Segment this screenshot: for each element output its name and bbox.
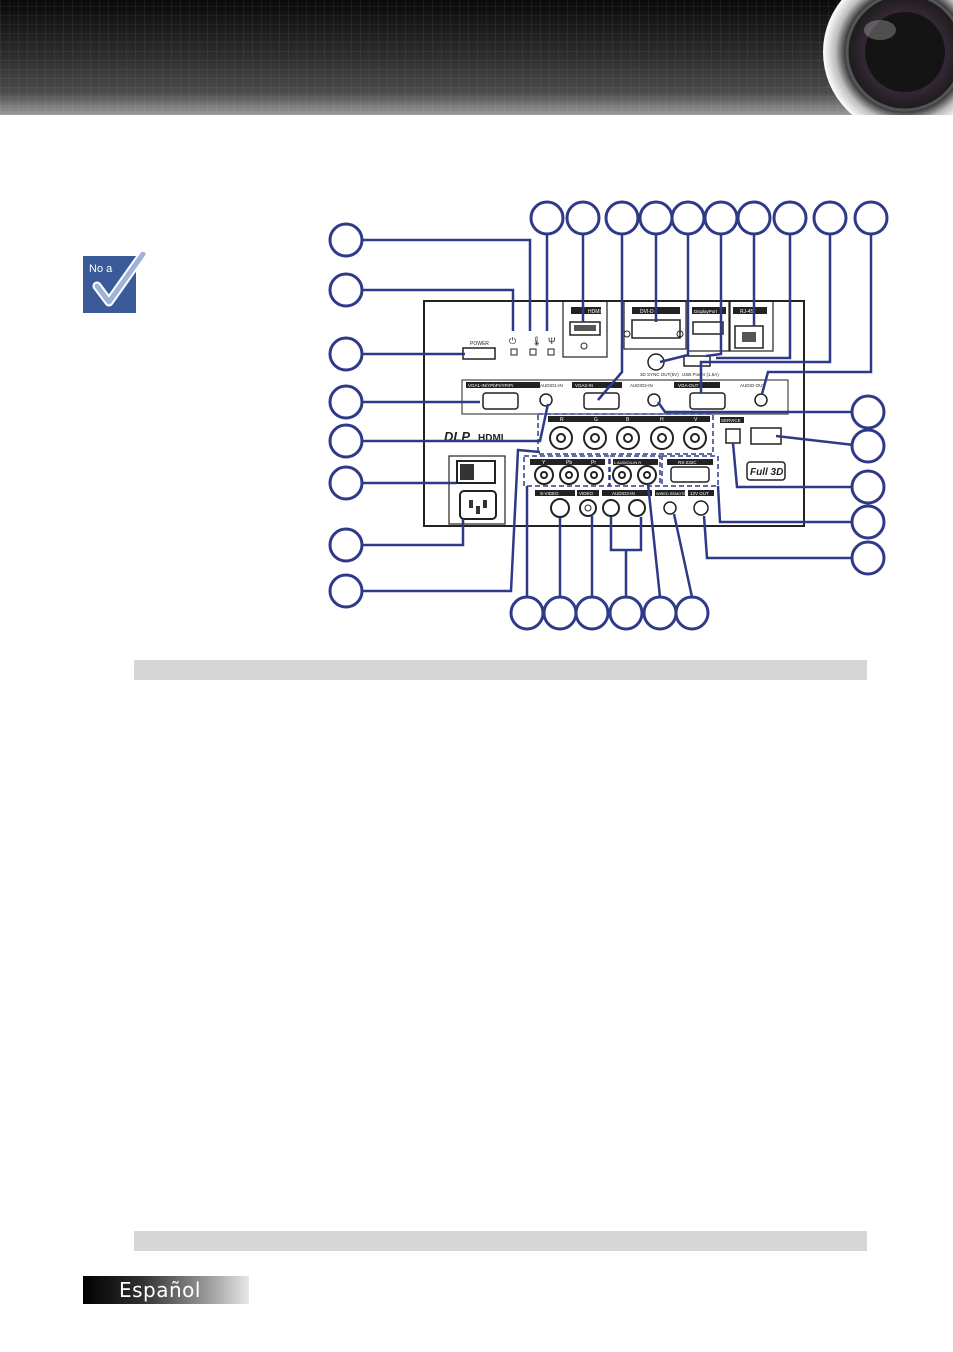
svideo-port[interactable] <box>550 498 570 518</box>
label-video: VIDEO <box>579 491 594 496</box>
footer-language-label: Español <box>119 1278 201 1302</box>
callout-left-3 <box>328 336 364 372</box>
label-pr: Pr <box>591 460 596 466</box>
callout-top-2 <box>565 200 601 236</box>
full3d-logo-box <box>746 461 786 481</box>
label-svideo: S-VIDEO <box>540 491 559 496</box>
callout-left-5 <box>328 423 364 459</box>
audio3-l-port[interactable] <box>602 499 620 517</box>
label-3d-sync: 3D SYNC OUT(5V) <box>640 372 679 377</box>
dvi-port[interactable] <box>631 319 681 339</box>
note-checkmark-icon: No a <box>83 252 148 313</box>
section-divider-top <box>134 660 867 680</box>
footer-language-tab: Español <box>83 1276 249 1304</box>
callout-left-8 <box>328 573 364 609</box>
label-bnc-r: R <box>560 417 564 423</box>
callout-bottom-3 <box>574 595 610 631</box>
callout-left-4 <box>328 384 364 420</box>
label-vga-out: VGA-OUT <box>678 383 699 388</box>
label-bnc-h: H <box>660 417 664 423</box>
label-bnc-g: G <box>594 417 598 423</box>
label-audio3: AUDIO3-IN <box>612 491 635 496</box>
label-vga2: VGA2-IN <box>575 383 593 388</box>
label-service: SERVICE <box>721 418 741 423</box>
callout-right-4 <box>850 504 886 540</box>
callout-right-2 <box>850 428 886 464</box>
label-pb: Pb <box>566 460 572 466</box>
label-dvi: DVI-D <box>640 309 654 315</box>
power-led-icon: ⏻ <box>509 336 516 346</box>
callout-top-6 <box>703 200 739 236</box>
rear-panel-diagram: HDMI DVI-D DisplayPort RJ-45 ⏻ 🌡 Ψ POWER… <box>328 200 889 631</box>
displayport-port[interactable] <box>692 321 724 335</box>
callout-top-7 <box>736 200 772 236</box>
callout-left-7 <box>328 527 364 563</box>
label-bnc-v: V <box>694 417 698 423</box>
label-rj45: RJ-45 <box>740 309 754 315</box>
leader-lines <box>361 234 873 598</box>
callout-bottom-4 <box>608 595 644 631</box>
label-vga1: VGA1-IN/YPbPr/YPrPr <box>468 383 514 388</box>
bnc-connectors <box>549 426 707 450</box>
vga1-port[interactable] <box>482 392 519 410</box>
callout-bottom-1 <box>509 595 545 631</box>
callout-bottom-2 <box>542 595 578 631</box>
callout-right-3 <box>850 469 886 505</box>
audio3-r-port[interactable] <box>628 499 646 517</box>
ac-power-socket[interactable] <box>459 490 497 520</box>
audio1-jack[interactable] <box>539 393 553 407</box>
callout-top-8 <box>772 200 808 236</box>
label-rs232: RS-232C <box>678 460 697 465</box>
vga-out-port[interactable] <box>689 392 726 410</box>
power-button[interactable] <box>462 347 496 360</box>
label-y: Y <box>542 460 546 466</box>
callout-top-10 <box>853 200 889 236</box>
12v-out-jack[interactable] <box>693 500 709 516</box>
callout-circles <box>328 200 889 631</box>
callout-bottom-6 <box>674 595 710 631</box>
label-audio1: AUDIO1-IN <box>540 383 563 388</box>
wired-remote-jack[interactable] <box>663 501 677 515</box>
service-port[interactable] <box>725 428 741 444</box>
temp-led-icon: 🌡 <box>531 336 542 346</box>
lamp-led-icon: Ψ <box>548 336 556 346</box>
callout-top-1 <box>529 200 565 236</box>
label-wired-remote: WIRED REMOTE <box>656 492 686 496</box>
header-banner <box>0 0 953 115</box>
audio-out-jack[interactable] <box>754 393 768 407</box>
callout-top-3 <box>604 200 640 236</box>
audio2-jack[interactable] <box>647 393 661 407</box>
callout-bottom-5 <box>642 595 678 631</box>
label-audio-out: AUDIO-OUT <box>740 383 766 388</box>
label-audio2: AUDIO2-IN <box>630 383 653 388</box>
callout-top-9 <box>812 200 848 236</box>
label-12v-out: 12V OUT <box>690 491 709 496</box>
callout-left-6 <box>328 465 364 501</box>
rs232-port[interactable] <box>670 466 710 483</box>
hdmi-logo: HDMI <box>478 433 504 444</box>
section-divider-bottom <box>134 1231 867 1251</box>
vga2-port[interactable] <box>583 392 620 410</box>
callout-top-5 <box>670 200 706 236</box>
callout-left-2 <box>328 272 364 308</box>
callout-right-5 <box>850 540 886 576</box>
video-port[interactable] <box>579 499 597 517</box>
label-bnc-b: B <box>626 417 630 423</box>
label-audio-lr: L AUDIO4-IN R <box>614 460 641 465</box>
full3d-logo: Full 3D <box>750 467 783 478</box>
label-hdmi: HDMI <box>588 309 601 315</box>
label-power: POWER <box>470 341 489 347</box>
callout-left-1 <box>328 222 364 258</box>
callout-right-1 <box>850 394 886 430</box>
camera-lens-icon <box>823 0 953 115</box>
label-displayport: DisplayPort <box>694 309 718 314</box>
note-label: No a <box>89 263 113 275</box>
callout-top-4 <box>638 200 674 236</box>
